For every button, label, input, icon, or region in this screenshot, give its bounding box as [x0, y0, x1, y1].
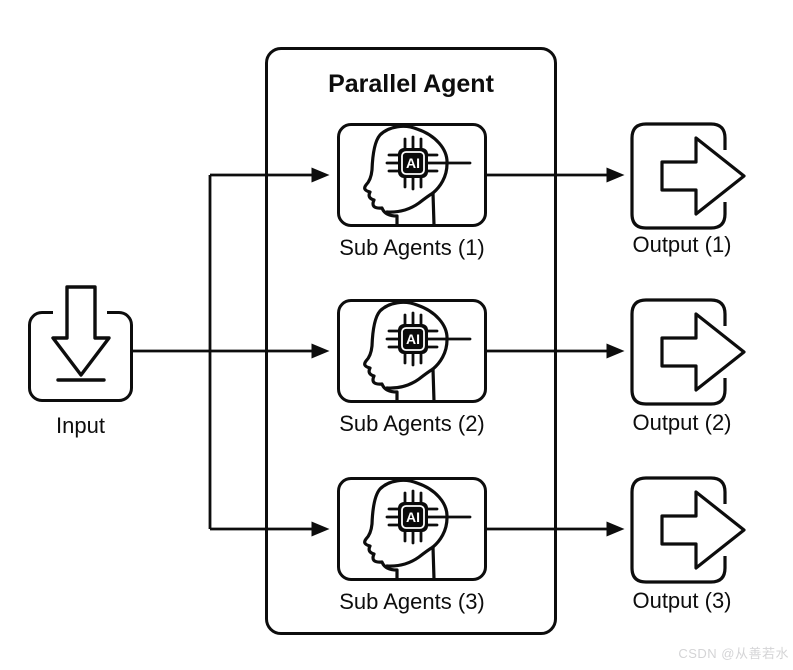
parallel-agent-title: Parallel Agent [328, 70, 494, 98]
arrow-right-exit-icon [630, 122, 746, 230]
output-label: Output (2) [632, 410, 732, 435]
ai-head-chip-icon: AI [363, 478, 472, 581]
arrow-right-exit-icon [630, 476, 746, 584]
chip-label: AI [406, 331, 420, 347]
chip-label: AI [406, 155, 420, 171]
sub-agent-label: Sub Agents (2) [339, 411, 485, 436]
watermark: CSDN @从善若水 [678, 646, 789, 661]
sub-agent-label: Sub Agents (1) [339, 235, 485, 260]
input-label: Input [56, 413, 105, 438]
parallel-agent-container [265, 47, 557, 635]
ai-head-chip-icon: AI [363, 300, 472, 403]
download-icon [51, 285, 111, 382]
arrow-right-exit-icon [630, 298, 746, 406]
output-label: Output (3) [632, 588, 732, 613]
ai-head-chip-icon: AI [363, 124, 472, 227]
output-label: Output (1) [632, 232, 732, 257]
sub-agent-label: Sub Agents (3) [339, 589, 485, 614]
chip-label: AI [406, 509, 420, 525]
